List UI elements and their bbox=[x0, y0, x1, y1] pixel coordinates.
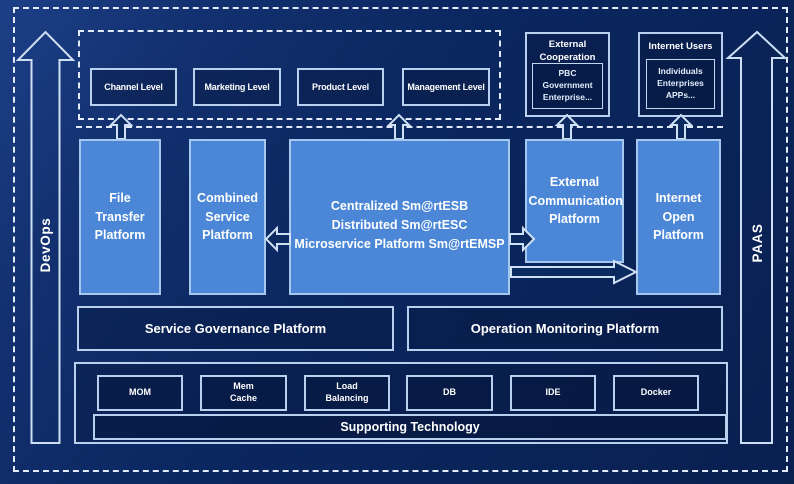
mem-cache-box: Mem Cache bbox=[200, 375, 287, 411]
central-line-3: Microservice Platform Sm@rtEMSP bbox=[294, 236, 505, 251]
management-level-label: Management Level bbox=[407, 82, 485, 92]
ide-box: IDE bbox=[510, 375, 596, 411]
right-arrow-icon bbox=[509, 225, 536, 253]
up-arrow-icon bbox=[554, 113, 580, 140]
service-governance-platform-label: Service Governance Platform bbox=[144, 321, 327, 336]
internet-open-platform-box: Internet Open Platform bbox=[636, 139, 721, 295]
devops-rail-label: DevOps bbox=[37, 217, 53, 273]
channel-level-label: Channel Level bbox=[104, 82, 163, 92]
central-esb-platform-label: Centralized Sm@rtESB Distributed Sm@rtES… bbox=[294, 197, 504, 253]
mem-cache-label: Mem Cache bbox=[229, 381, 257, 403]
external-cooperation-members-box: PBC Government Enterprise... bbox=[532, 63, 603, 109]
levels-dashed-group bbox=[78, 30, 501, 120]
central-line-2: Distributed Sm@rtESC bbox=[331, 217, 468, 232]
internet-users-box: Internet Users Individuals Enterprises A… bbox=[638, 32, 723, 117]
db-box: DB bbox=[406, 375, 493, 411]
combined-service-platform-label: Combined Service Platform bbox=[196, 190, 259, 243]
service-governance-platform-box: Service Governance Platform bbox=[77, 306, 394, 351]
up-arrow-icon bbox=[668, 113, 694, 140]
up-arrow-icon bbox=[108, 113, 134, 140]
file-transfer-platform-label: File Transfer Platform bbox=[94, 190, 146, 243]
ide-label: IDE bbox=[545, 387, 561, 398]
file-transfer-platform-box: File Transfer Platform bbox=[79, 139, 161, 295]
docker-label: Docker bbox=[640, 387, 672, 398]
load-balancing-label: Load Balancing bbox=[325, 381, 369, 403]
internet-users-members-box: Individuals Enterprises APPs... bbox=[646, 59, 715, 109]
up-arrow-icon bbox=[386, 113, 412, 140]
paas-up-arrow-icon bbox=[725, 30, 788, 444]
supporting-technology-label: Supporting Technology bbox=[340, 420, 480, 434]
mom-box: MOM bbox=[97, 375, 183, 411]
product-level-box: Product Level bbox=[297, 68, 384, 106]
product-level-label: Product Level bbox=[312, 82, 369, 92]
external-cooperation-title: External Cooperation bbox=[539, 39, 596, 63]
operation-monitoring-platform-label: Operation Monitoring Platform bbox=[470, 321, 660, 336]
marketing-level-box: Marketing Level bbox=[193, 68, 281, 106]
left-arrow-icon bbox=[264, 225, 291, 253]
central-line-1: Centralized Sm@rtESB bbox=[330, 199, 469, 213]
paas-rail-label: PAAS bbox=[749, 223, 765, 263]
central-esb-platform-box: Centralized Sm@rtESB Distributed Sm@rtES… bbox=[289, 139, 510, 295]
external-communication-platform-box: External Communication Platform bbox=[525, 139, 624, 263]
outer-dashed-frame bbox=[13, 7, 788, 472]
operation-monitoring-platform-box: Operation Monitoring Platform bbox=[407, 306, 723, 351]
mom-label: MOM bbox=[129, 387, 151, 398]
devops-up-arrow-icon bbox=[15, 30, 76, 444]
load-balancing-box: Load Balancing bbox=[304, 375, 390, 411]
db-label: DB bbox=[443, 387, 456, 398]
internet-users-members: Individuals Enterprises APPs... bbox=[657, 66, 704, 100]
channel-level-box: Channel Level bbox=[90, 68, 177, 106]
docker-box: Docker bbox=[613, 375, 699, 411]
combined-service-platform-box: Combined Service Platform bbox=[189, 139, 266, 295]
internet-users-title: Internet Users bbox=[648, 41, 713, 52]
external-cooperation-box: External Cooperation PBC Government Ente… bbox=[525, 32, 610, 117]
internet-open-platform-label: Internet Open Platform bbox=[653, 190, 704, 243]
marketing-level-label: Marketing Level bbox=[204, 82, 270, 92]
external-communication-platform-label: External Communication Platform bbox=[528, 174, 623, 227]
long-right-arrow-icon bbox=[510, 259, 639, 285]
management-level-box: Management Level bbox=[402, 68, 490, 106]
external-cooperation-members: PBC Government Enterprise... bbox=[542, 68, 593, 102]
supporting-technology-bar: Supporting Technology bbox=[93, 414, 727, 440]
